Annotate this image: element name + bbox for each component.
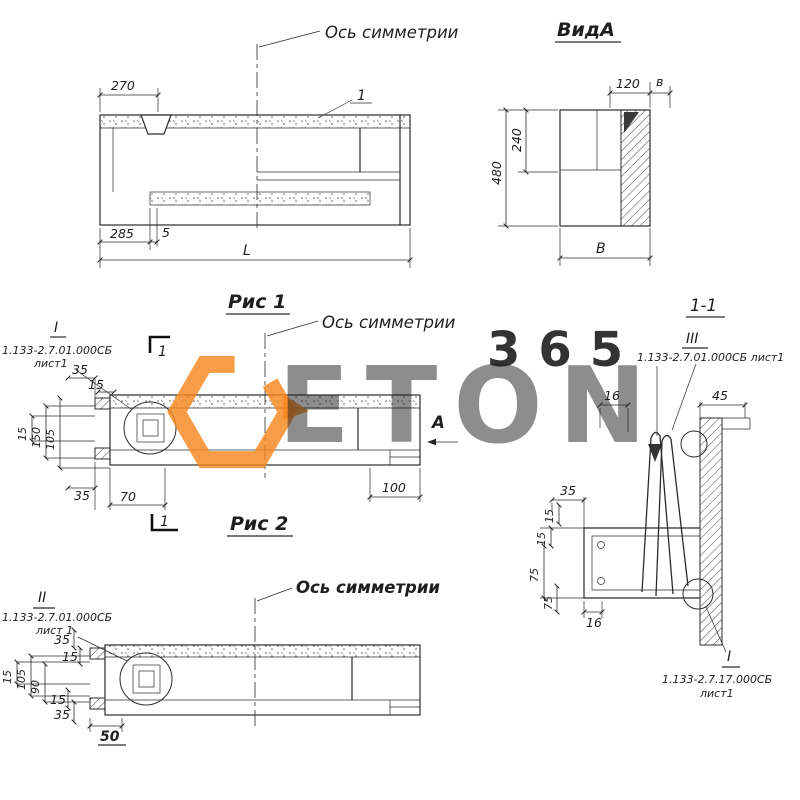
view-a: ВидА 120 в 480 240 B bbox=[489, 19, 673, 266]
section-bottom-member bbox=[583, 527, 700, 599]
fig3-dim-90-left: 90 bbox=[29, 680, 42, 694]
fig2-anchor-top bbox=[94, 397, 111, 410]
view-a-dim-v: в bbox=[656, 74, 663, 89]
fig2-dim-15-top: 15 bbox=[88, 377, 104, 392]
fig2-axis-label: Ось симметрии bbox=[322, 313, 456, 332]
fig3-dim-35-bottom: 35 bbox=[54, 707, 70, 722]
section-hairpin-loop-1 bbox=[641, 431, 674, 595]
fig1-dim-5: 5 bbox=[162, 225, 170, 240]
fig3-dim-15-bottom: 15 bbox=[50, 692, 66, 707]
section-caption: 1-1 bbox=[690, 296, 717, 315]
section-dim-75a: 75 bbox=[528, 568, 541, 582]
fig3-detail-label: II bbox=[38, 590, 46, 606]
fig3-detail-sheet: лист 1 bbox=[35, 624, 73, 637]
view-a-dim-B: B bbox=[596, 241, 606, 257]
fig3-dim-15-left: 15 bbox=[1, 670, 14, 684]
section-detail-top-ref: 1.133-2.7.01.000СБ лист1 bbox=[637, 351, 784, 364]
fig2-dim-150-left: 150 bbox=[30, 427, 43, 448]
fig3-anchor-bottom bbox=[89, 697, 106, 710]
fig2-dim-15-left: 15 bbox=[16, 427, 29, 441]
section-insert-mark bbox=[648, 444, 662, 462]
section-rebar-dot-1 bbox=[597, 541, 605, 549]
watermark: ETON 365 bbox=[167, 322, 663, 469]
fig1-dim-270: 270 bbox=[111, 78, 135, 93]
fig1-bottom-strip bbox=[149, 191, 371, 206]
fig3-dim-35-top: 35 bbox=[54, 632, 70, 647]
fig2-dim-70: 70 bbox=[120, 489, 136, 504]
section-dim-16-top: 16 bbox=[604, 388, 620, 403]
section-detail-bottom-sheet: лист1 bbox=[699, 687, 734, 700]
fig2-cut-label-top: 1 bbox=[158, 344, 167, 360]
section-detail-bottom-label: I bbox=[727, 649, 731, 665]
fig2-cut-mark-bottom bbox=[150, 514, 178, 532]
eton-logo-arrow bbox=[283, 394, 309, 420]
fig3-elevation: Ось симметрии II 1.133-2.7.01.000СБ лист… bbox=[1, 578, 440, 746]
fig3-dim-15-top: 15 bbox=[62, 649, 78, 664]
watermark-brand: ETON bbox=[278, 345, 663, 467]
section-callout-bottom bbox=[682, 578, 714, 610]
eton-logo-hexagon bbox=[167, 355, 297, 469]
fig2-detail-label: I bbox=[54, 320, 58, 336]
fig2-dim-105-left: 105 bbox=[44, 429, 57, 450]
fig3-anchor-top bbox=[89, 647, 106, 660]
fig1-beam-outline bbox=[99, 114, 411, 226]
fig2-view-direction-label: А bbox=[430, 413, 445, 432]
fig2-cut-mark-top bbox=[148, 335, 170, 353]
section-dim-16-bottom: 16 bbox=[586, 615, 602, 630]
watermark-number: 365 bbox=[487, 322, 641, 378]
fig1-dim-285: 285 bbox=[110, 226, 134, 241]
fig3-axis-label: Ось симметрии bbox=[296, 578, 440, 597]
section-dim-15b: 15 bbox=[535, 532, 548, 546]
fig3-dim-105-left: 105 bbox=[15, 669, 28, 690]
fig1-part-callout: 1 bbox=[357, 88, 366, 104]
section-rebar-dot-2 bbox=[597, 577, 605, 585]
view-a-title: ВидА bbox=[557, 19, 615, 41]
section-dim-45-top: 45 bbox=[712, 388, 728, 403]
fig1-caption: Рис 1 bbox=[228, 291, 286, 313]
section-1-1: 1-1 III 1.133-2.7.01.000СБ лист1 16 45 I… bbox=[528, 296, 784, 700]
fig1-notch bbox=[140, 114, 172, 135]
section-dim-75b: 75 bbox=[542, 596, 555, 610]
section-detail-bottom-ref: 1.133-2.7.17.000СБ bbox=[662, 673, 772, 686]
fig2-detail-circle bbox=[123, 401, 177, 455]
section-dim-35: 35 bbox=[560, 483, 576, 498]
fig2-dim-35-top: 35 bbox=[72, 362, 88, 377]
fig3-dim-50: 50 bbox=[100, 729, 120, 745]
view-a-dim-120: 120 bbox=[616, 76, 640, 91]
section-dim-15a: 15 bbox=[543, 509, 556, 523]
fig2-anchor-bottom bbox=[94, 447, 111, 460]
section-hairpin-loop-2 bbox=[655, 434, 689, 597]
view-a-chamfer-mark bbox=[624, 112, 639, 133]
fig2-dim-35-bottom: 35 bbox=[74, 488, 90, 503]
fig2-cut-label-bottom: 1 bbox=[160, 514, 169, 530]
fig1-dim-L: L bbox=[243, 243, 251, 259]
fig2-dim-100: 100 bbox=[382, 480, 406, 495]
fig2-caption: Рис 2 bbox=[230, 513, 288, 535]
fig3-detail-ref: 1.133-2.7.01.000СБ bbox=[2, 611, 112, 624]
fig1-axis-label: Ось симметрии bbox=[325, 23, 459, 42]
view-a-dim-480: 480 bbox=[489, 161, 504, 185]
section-wall-hatch bbox=[699, 417, 723, 646]
fig1-elevation: Ось симметрии 1 270 285 5 L Рис 1 bbox=[97, 23, 459, 315]
section-detail-top-label: III bbox=[686, 331, 698, 347]
fig2-detail-sheet: лист1 bbox=[33, 357, 68, 370]
fig3-beam-outline bbox=[104, 644, 421, 716]
fig2-detail-ref: 1.133-2.7.01.000СБ bbox=[2, 344, 112, 357]
view-a-dim-240: 240 bbox=[509, 128, 524, 152]
section-callout-top bbox=[680, 430, 708, 458]
fig3-detail-circle bbox=[119, 652, 173, 706]
